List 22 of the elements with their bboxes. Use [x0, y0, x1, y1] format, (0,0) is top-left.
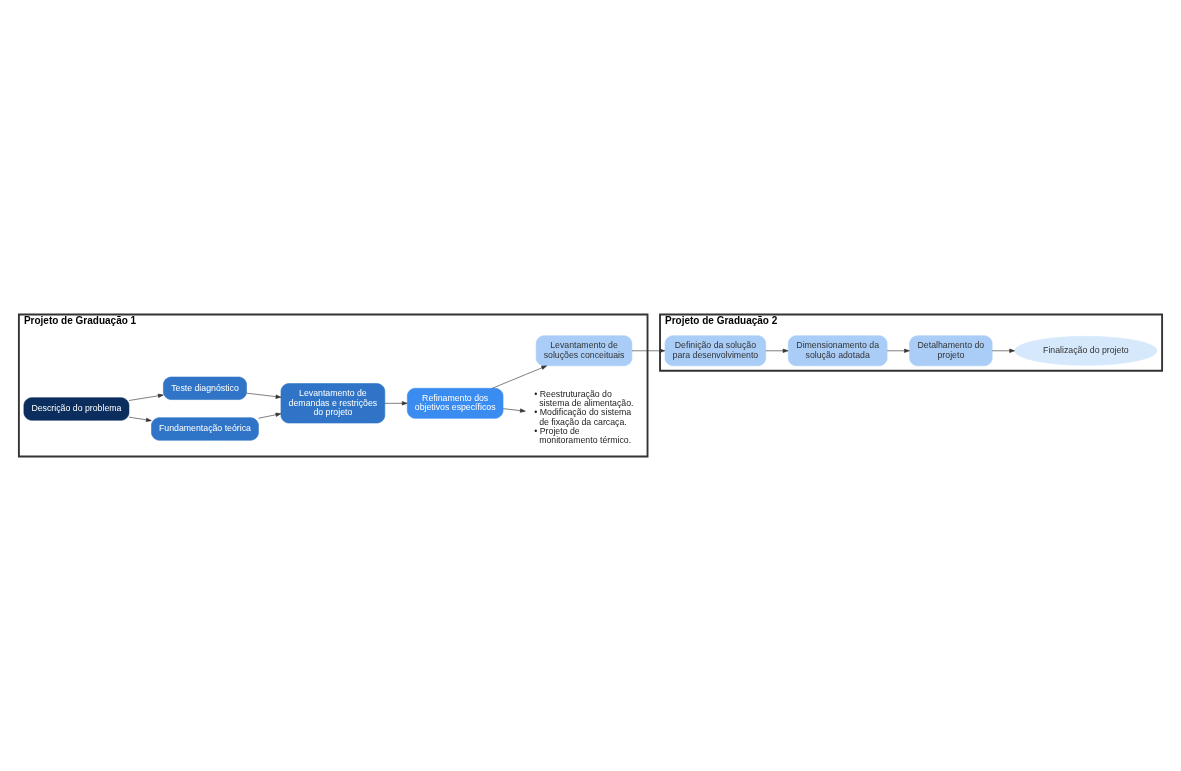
node-box: Levantamento de soluções conceituais: [535, 335, 633, 367]
node-box: Levantamento de demandas e restrições do projeto: [280, 383, 386, 424]
arrow: [886, 348, 910, 353]
arrow: [631, 348, 666, 353]
arrow: [384, 401, 408, 406]
node-box: Descrição do problema: [23, 397, 130, 421]
node-box: Refinamento dos objetivos específicos: [407, 388, 504, 419]
node-box: Fundamentação teórica: [151, 417, 259, 441]
node-box: Definição da solução para desenvolvimento: [664, 335, 767, 367]
arrow: [258, 412, 282, 419]
arrow: [991, 348, 1015, 353]
node-box: Dimensionamento da solução adotada: [787, 335, 888, 367]
arrow: [765, 348, 789, 353]
arrow: [128, 416, 152, 422]
node-box: Detalhamento do projeto: [909, 335, 993, 367]
arrow: [502, 408, 526, 413]
arrow: [246, 392, 282, 399]
arrow: [491, 365, 547, 389]
node-text: • Reestruturação do sistema de alimentação. • Modificação do sistema de fixação da carcaça. • Projeto de monitoramento térmico.: [534, 388, 634, 446]
arrow: [128, 393, 164, 401]
node-ellipse: Finalização do projeto: [1014, 335, 1158, 366]
node-box: Teste diagnóstico: [163, 376, 247, 400]
